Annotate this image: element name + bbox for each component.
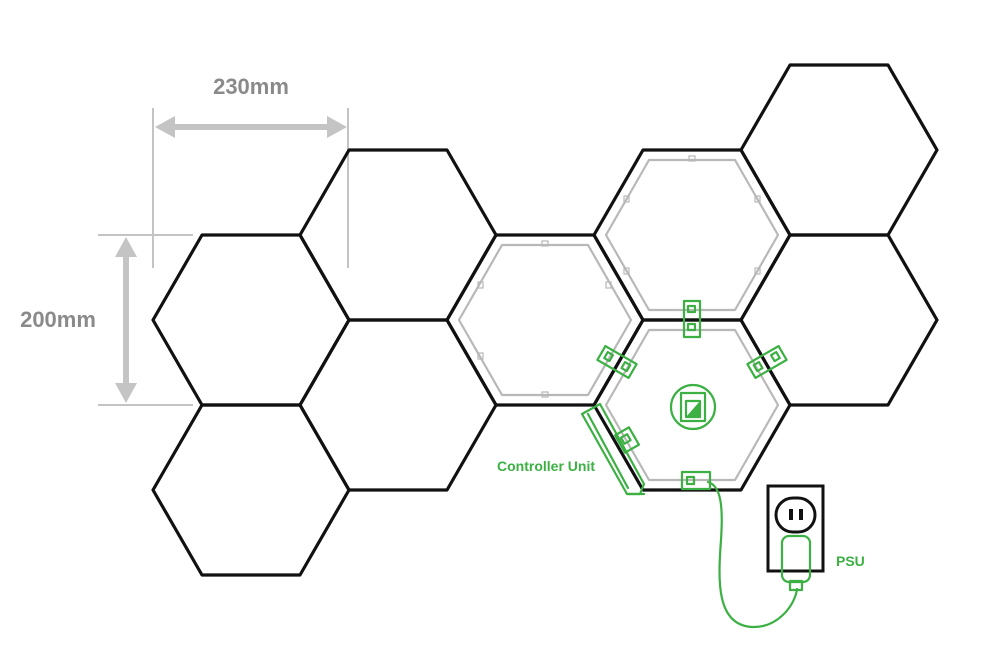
hex-panel	[445, 233, 645, 407]
connector-right-link	[746, 344, 788, 380]
connector-left-pin	[620, 360, 632, 373]
connector-slot	[688, 155, 696, 162]
hex-panel	[151, 403, 351, 577]
connector-top-pin	[686, 322, 697, 332]
inner-frame	[604, 158, 780, 312]
inner-frame	[604, 328, 780, 482]
connector-slot	[477, 352, 484, 360]
height-arrow-head-top	[115, 237, 137, 257]
power-plug-icon	[780, 534, 812, 592]
controller-icon-fill	[686, 401, 700, 417]
power-cable	[706, 480, 799, 629]
connector-slot	[541, 391, 549, 398]
connector-slot	[605, 281, 612, 289]
hexagon-panels	[151, 63, 939, 577]
connector-power-pin	[685, 475, 696, 486]
controller-icon	[669, 383, 717, 431]
controller-unit-label: Controller Unit	[497, 458, 595, 474]
connected-panel-frames	[457, 155, 780, 482]
connector-top-pin	[686, 304, 697, 314]
controller-unit	[580, 402, 646, 496]
hex-panel	[739, 233, 939, 407]
connector-icon	[746, 344, 788, 380]
controller-icon-ring	[669, 383, 717, 431]
inner-frame	[457, 243, 633, 397]
wall-outlet-slot-left	[789, 509, 793, 520]
hex-panel	[739, 63, 939, 237]
height-arrow-head-bottom	[115, 383, 137, 403]
connector-controller-pin	[619, 433, 632, 445]
height-dimension: 200mm	[20, 234, 193, 406]
width-arrow-head-right	[327, 116, 347, 138]
hex-panel	[592, 318, 792, 492]
connector-top-link	[682, 299, 702, 339]
connector-left-link	[596, 344, 638, 380]
connector-icon	[596, 344, 638, 380]
connector-icon	[682, 299, 702, 339]
connector-left-pin	[603, 350, 615, 363]
hex-panel	[151, 233, 351, 407]
hex-panel	[298, 318, 498, 492]
psu-label: PSU	[836, 553, 865, 569]
connector-right-pin	[752, 360, 764, 373]
wall-outlet-slot-right	[799, 509, 803, 520]
connector-slot	[754, 195, 761, 203]
height-label: 200mm	[20, 307, 96, 332]
connector-slot	[754, 267, 761, 275]
connector-right-pin	[769, 350, 781, 363]
wall-outlet-icon	[766, 484, 825, 573]
wall-outlet-socket	[774, 496, 817, 534]
controller-icon-body	[679, 391, 707, 423]
width-dimension: 230mm	[152, 74, 349, 268]
green-accessories: Controller Unit PSU	[497, 299, 865, 629]
connector-controller-port	[613, 426, 641, 454]
connector-icon	[680, 470, 712, 491]
connector-power-port	[680, 470, 712, 491]
controller-unit-edge	[586, 412, 630, 490]
width-label: 230mm	[213, 74, 289, 99]
hex-panel	[298, 148, 498, 322]
connector-slot	[623, 195, 630, 203]
connector-icon	[613, 426, 641, 454]
connector-slot	[541, 240, 549, 247]
width-arrow-head-left	[155, 116, 175, 138]
connector-slot	[477, 281, 484, 289]
psu-plug-neck	[788, 579, 804, 592]
connector-slot	[623, 267, 630, 275]
hex-panel	[592, 148, 792, 322]
